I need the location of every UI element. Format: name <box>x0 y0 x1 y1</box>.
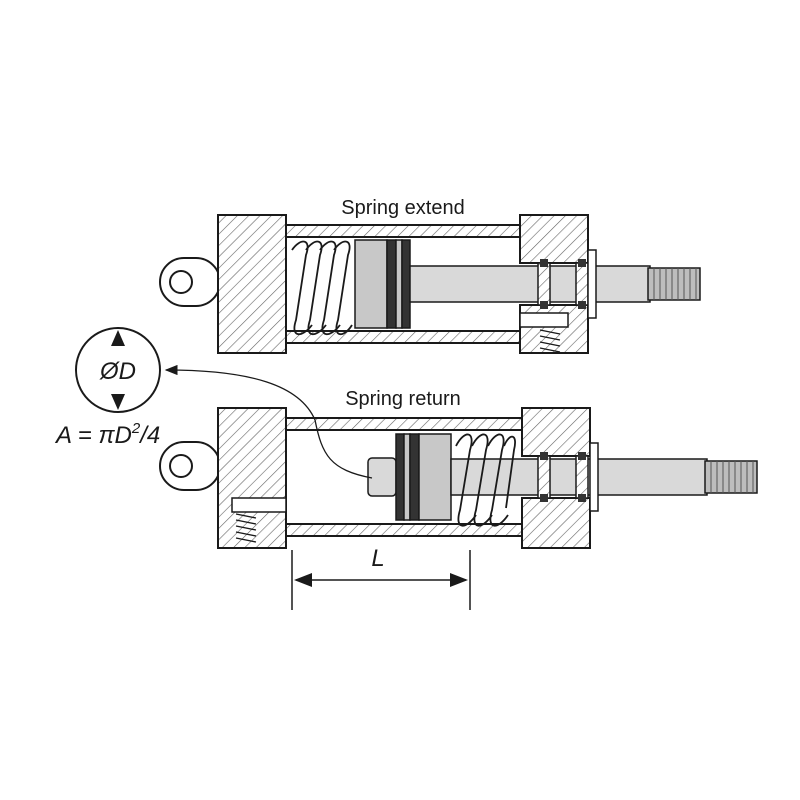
piston-mid-top <box>395 239 403 329</box>
diameter-arrow-up <box>111 330 125 346</box>
spring-top <box>291 240 353 336</box>
right-end-cap-bottom <box>521 407 599 549</box>
piston-light-bottom <box>418 433 452 521</box>
spring-bottom <box>455 433 516 527</box>
piston-seal-top-1 <box>386 239 397 329</box>
diameter-leader <box>164 364 373 479</box>
right-end-cap-top <box>519 214 597 354</box>
barrel-wall-bottom-lower <box>285 523 523 537</box>
area-formula: A = πD2/4 <box>54 420 160 449</box>
barrel-wall-bottom-upper <box>285 417 523 431</box>
barrel-wall-top-upper <box>285 224 521 238</box>
piston-rod-top <box>409 265 651 303</box>
spring-return-cylinder: Spring return <box>159 388 758 549</box>
piston-seal-bottom-2 <box>409 433 420 521</box>
piston-light-top <box>354 239 388 329</box>
thread-bottom <box>704 460 758 494</box>
left-end-cap-bottom <box>217 407 287 549</box>
diameter-callout: ØD A = πD2/4 <box>54 327 373 479</box>
stroke-length-label: L <box>371 545 384 572</box>
piston-seal-top-2 <box>401 239 411 329</box>
diameter-circle <box>75 327 161 413</box>
spring-extend-cylinder: Spring extend <box>159 197 701 354</box>
piston-nut-bottom <box>367 457 397 497</box>
piston-seal-bottom-1 <box>395 433 405 521</box>
title-spring-return: Spring return <box>345 388 461 410</box>
diameter-label: ØD <box>99 358 136 385</box>
thread-top <box>647 267 701 301</box>
title-spring-extend: Spring extend <box>341 197 464 219</box>
mounting-eye-top <box>159 257 221 307</box>
mounting-eye-bottom <box>159 441 221 491</box>
piston-mid-bottom <box>403 433 411 521</box>
stroke-length-dimension: L <box>291 545 471 610</box>
barrel-wall-top-lower <box>285 330 521 344</box>
diameter-arrow-down <box>111 394 125 410</box>
left-end-cap-top <box>217 214 287 354</box>
